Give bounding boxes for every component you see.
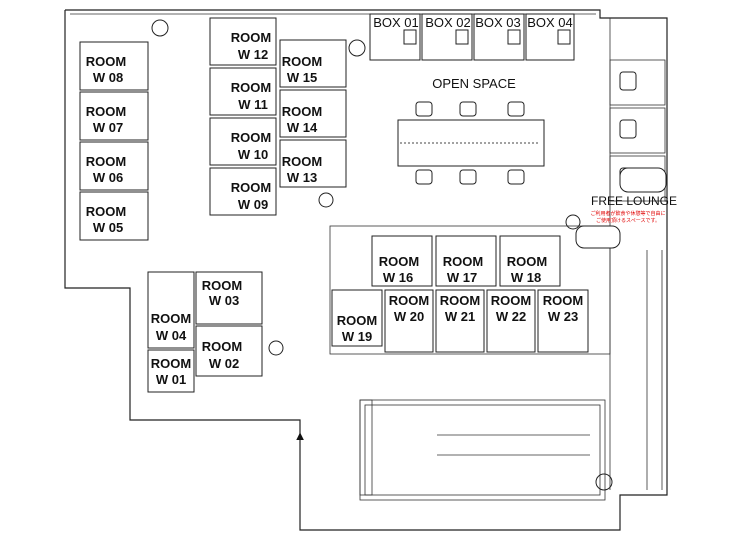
- room-w06-number: W 06: [93, 170, 123, 185]
- room-w01[interactable]: ROOM W 01: [147, 349, 195, 393]
- room-w09-number: W 09: [238, 197, 268, 212]
- box-01-chair-icon: [403, 29, 417, 45]
- room-w04[interactable]: ROOM W 04: [147, 271, 195, 349]
- room-w21-number: W 21: [445, 309, 475, 324]
- box-04[interactable]: BOX 04: [525, 13, 575, 61]
- room-w12-label: ROOM: [231, 30, 271, 45]
- room-w13-label: ROOM: [282, 154, 322, 169]
- room-w05[interactable]: ROOM W 05: [79, 191, 149, 241]
- room-w14[interactable]: ROOM W 14: [279, 89, 347, 138]
- box-01[interactable]: BOX 01: [369, 13, 421, 61]
- box-03-label: BOX 03: [475, 15, 521, 30]
- lounge-chair-icon: [575, 225, 621, 249]
- room-w07-number: W 07: [93, 120, 123, 135]
- room-w19-label: ROOM: [337, 313, 377, 328]
- outer-walls: [64, 9, 668, 531]
- free-lounge-note-line-2: ご使用頂けるスペースです。: [596, 217, 660, 224]
- room-w17-label: ROOM: [443, 254, 483, 269]
- room-w11-number: W 11: [238, 97, 268, 112]
- room-w10-number: W 10: [238, 147, 268, 162]
- room-w03[interactable]: ROOM W 03: [195, 271, 263, 325]
- room-w19-number: W 19: [342, 329, 372, 344]
- room-w11-label: ROOM: [231, 80, 271, 95]
- room-w14-label: ROOM: [282, 104, 322, 119]
- room-w12[interactable]: ROOM W 12: [209, 17, 277, 66]
- room-w11[interactable]: ROOM W 11: [209, 67, 277, 116]
- room-w10[interactable]: ROOM W 10: [209, 117, 277, 166]
- room-w06-label: ROOM: [86, 154, 126, 169]
- box-02-label: BOX 02: [425, 15, 471, 30]
- open-space-chair-icon: [415, 101, 525, 185]
- room-w10-label: ROOM: [231, 130, 271, 145]
- room-w06[interactable]: ROOM W 06: [79, 141, 149, 191]
- room-w16-number: W 16: [383, 270, 413, 285]
- room-w23[interactable]: ROOM W 23: [537, 289, 589, 353]
- room-w17[interactable]: ROOM W 17: [435, 235, 497, 287]
- free-lounge-label: FREE LOUNGE: [591, 194, 677, 208]
- room-w07[interactable]: ROOM W 07: [79, 91, 149, 141]
- room-w22[interactable]: ROOM W 22: [486, 289, 536, 353]
- room-w23-label: ROOM: [543, 293, 583, 308]
- room-w23-number: W 23: [548, 309, 578, 324]
- room-w13[interactable]: ROOM W 13: [279, 139, 347, 188]
- room-w02[interactable]: ROOM W 02: [195, 325, 263, 377]
- room-w09-label: ROOM: [231, 180, 271, 195]
- entrance-triangle-icon: ▲: [294, 428, 307, 443]
- box-03[interactable]: BOX 03: [473, 13, 525, 61]
- room-w17-number: W 17: [447, 270, 477, 285]
- room-w01-number: W 01: [156, 372, 186, 387]
- room-w22-number: W 22: [496, 309, 526, 324]
- plant-icon: [151, 19, 613, 491]
- box-04-chair-icon: [557, 29, 571, 45]
- room-w02-label: ROOM: [202, 339, 242, 354]
- room-w14-number: W 14: [287, 120, 318, 135]
- room-w03-label: ROOM: [202, 278, 242, 293]
- room-w20-label: ROOM: [389, 293, 429, 308]
- stairwell: [359, 399, 606, 501]
- room-w16-label: ROOM: [379, 254, 419, 269]
- room-w09[interactable]: ROOM W 09: [209, 167, 277, 216]
- room-w08[interactable]: ROOM W 08: [79, 41, 149, 91]
- free-lounge-note-line-1: ご利用者が飲食や休憩等で自由に: [590, 210, 665, 217]
- room-w15-label: ROOM: [282, 54, 322, 69]
- room-w16[interactable]: ROOM W 16: [371, 235, 433, 287]
- room-w22-label: ROOM: [491, 293, 531, 308]
- free-lounge: FREE LOUNGE ご利用者が飲食や休憩等で自由に ご使用頂けるスペースです…: [575, 167, 677, 249]
- box-03-chair-icon: [507, 29, 521, 45]
- room-w05-label: ROOM: [86, 204, 126, 219]
- box-01-label: BOX 01: [373, 15, 419, 30]
- room-w18-number: W 18: [511, 270, 541, 285]
- room-w15-number: W 15: [287, 70, 317, 85]
- room-w13-number: W 13: [287, 170, 317, 185]
- room-w04-number: W 04: [156, 328, 187, 343]
- room-w21[interactable]: ROOM W 21: [435, 289, 485, 353]
- room-w05-number: W 05: [93, 220, 123, 235]
- lounge-sofa-icon: [619, 167, 667, 193]
- room-w08-number: W 08: [93, 70, 123, 85]
- room-w18-label: ROOM: [507, 254, 547, 269]
- stair-treads: [437, 434, 590, 456]
- room-w19[interactable]: ROOM W 19: [331, 289, 383, 347]
- room-w12-number: W 12: [238, 47, 268, 62]
- room-w18[interactable]: ROOM W 18: [499, 235, 561, 287]
- room-w04-label: ROOM: [151, 311, 191, 326]
- open-space: OPEN SPACE: [397, 76, 545, 185]
- box-02[interactable]: BOX 02: [421, 13, 473, 61]
- entrance-marker: ▲: [294, 428, 307, 443]
- central-block: [329, 225, 611, 355]
- room-w03-number: W 03: [209, 293, 239, 308]
- open-space-label: OPEN SPACE: [432, 76, 516, 91]
- room-w07-label: ROOM: [86, 104, 126, 119]
- box-02-chair-icon: [455, 29, 469, 45]
- room-w02-number: W 02: [209, 356, 239, 371]
- room-w20[interactable]: ROOM W 20: [384, 289, 434, 353]
- room-w08-label: ROOM: [86, 54, 126, 69]
- room-w01-label: ROOM: [151, 356, 191, 371]
- box-04-label: BOX 04: [527, 15, 573, 30]
- room-w21-label: ROOM: [440, 293, 480, 308]
- open-space-table: [397, 119, 545, 167]
- room-w15[interactable]: ROOM W 15: [279, 39, 347, 88]
- room-w20-number: W 20: [394, 309, 424, 324]
